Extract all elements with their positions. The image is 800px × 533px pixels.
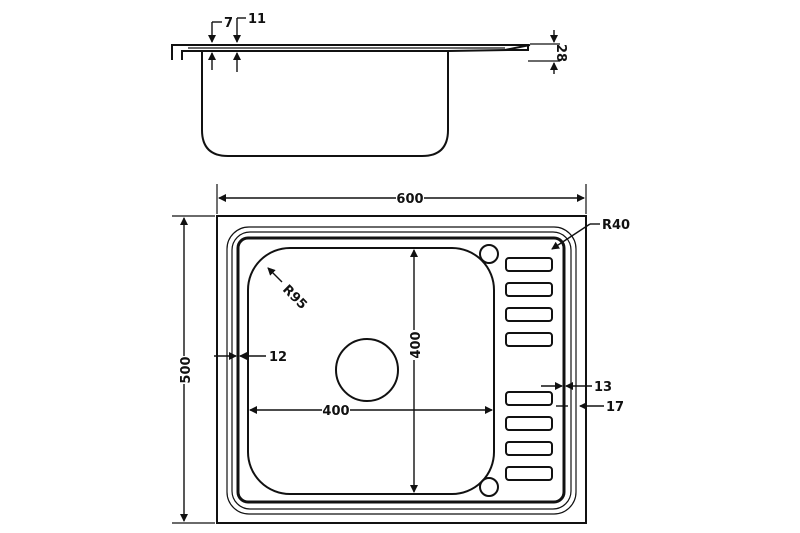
drainer-slot xyxy=(505,257,553,272)
plan-view xyxy=(216,215,587,524)
dim-overall-width: 600 xyxy=(216,184,587,214)
dim-corner-radius: R40 xyxy=(551,218,630,250)
dim-flange-thickness: 7 xyxy=(208,16,233,70)
bowl-outline xyxy=(247,247,495,495)
dim-slot-margin: 17 xyxy=(556,400,624,415)
dim-label-r95: R95 xyxy=(279,282,309,312)
dim-label-28: 28 xyxy=(553,44,568,62)
dim-label-500: 500 xyxy=(179,356,194,383)
dim-label-17: 17 xyxy=(606,400,624,415)
drainer-border xyxy=(236,236,566,504)
right-flange-step xyxy=(504,44,531,51)
drainer-slot xyxy=(505,282,553,297)
tap-hole-bottom xyxy=(479,477,499,497)
outer-frame xyxy=(216,215,587,524)
rim-inner-line xyxy=(231,231,572,510)
dim-top-lip: 11 xyxy=(233,12,266,72)
dim-bowl-width: 400 xyxy=(249,404,493,419)
dim-top-height: 28 xyxy=(528,30,568,74)
dim-bowl-radius: R95 xyxy=(267,267,310,313)
dim-label-12: 12 xyxy=(269,350,287,365)
drainer-slot xyxy=(505,416,553,431)
drainer-slot xyxy=(505,332,553,347)
side-section-view xyxy=(171,44,531,157)
drainer-slot xyxy=(505,391,553,406)
drainer-slot xyxy=(505,441,553,456)
dim-slot-gap: 13 xyxy=(541,380,612,395)
dim-label-7: 7 xyxy=(224,16,233,31)
dim-label-400-vertical: 400 xyxy=(409,331,424,358)
tap-hole-top xyxy=(479,244,499,264)
dim-label-400-horizontal: 400 xyxy=(322,404,349,419)
dim-side-margin: 12 xyxy=(214,350,287,365)
dim-label-11: 11 xyxy=(248,12,266,27)
dim-overall-depth: 500 xyxy=(172,215,215,524)
bowl-section-outline xyxy=(201,51,449,157)
top-flange-outline xyxy=(171,44,529,60)
drainer-slot xyxy=(505,307,553,322)
dim-label-600: 600 xyxy=(396,192,423,207)
dim-label-13: 13 xyxy=(594,380,612,395)
outer-rounded-rim xyxy=(226,226,577,515)
drainer-slot xyxy=(505,466,553,481)
dim-bowl-height: 400 xyxy=(409,249,424,493)
dim-label-r40: R40 xyxy=(602,218,630,233)
drainer-slots xyxy=(505,257,553,481)
drain-hole xyxy=(335,338,399,402)
